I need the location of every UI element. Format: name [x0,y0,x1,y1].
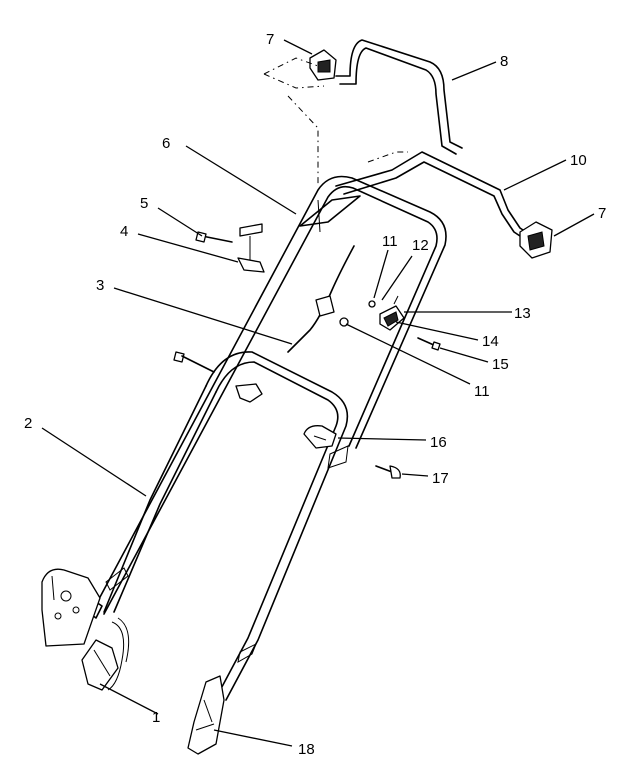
part-2-deck-bracket [41,568,101,647]
callout-11a: 11 [382,233,398,250]
handle-bolt-left [173,351,215,373]
leader-7a [283,39,313,55]
callout-2: 2 [24,415,32,432]
callout-15: 15 [492,356,509,373]
lower-handle [103,351,349,701]
callout-10: 10 [570,152,587,169]
leader-7b [553,213,595,237]
callout-1: 1 [152,709,160,726]
lever-clip [235,383,263,403]
callout-12: 12 [412,237,429,254]
connector-hardware [339,295,405,331]
leader-2 [41,427,147,497]
leader-10 [503,159,567,191]
leader-18 [213,729,293,747]
leader-12 [381,255,413,301]
leader-11b [345,323,471,385]
callout-8: 8 [500,53,508,70]
leader-3 [113,287,293,345]
callout-17: 17 [432,470,449,487]
leader-6 [185,145,297,215]
callout-14: 14 [482,333,499,350]
callout-7a: 7 [266,31,274,48]
callout-6: 6 [162,135,170,152]
callout-5: 5 [140,195,148,212]
part-1-cable-clamp [81,617,130,691]
part-4-knob [237,223,265,273]
leader-11a [373,249,389,299]
part-8-control-bail [263,39,463,186]
leader-14 [395,321,479,341]
leader-17 [401,473,429,477]
part-5-bolt [195,231,233,243]
part-18-handle-end [187,675,225,755]
leader-15 [439,347,489,363]
callout-3: 3 [96,277,104,294]
callout-18: 18 [298,741,315,758]
callout-11b: 11 [474,383,490,400]
callout-13: 13 [514,305,531,322]
leader-8 [451,61,497,81]
callout-7b: 7 [598,205,606,222]
callout-numbers: 1 2 3 4 5 6 7 7 8 10 11 11 12 13 14 15 1… [24,31,606,758]
part-10-drive-bail [335,151,533,241]
part-3-cable [287,245,355,353]
leader-lines [41,39,595,747]
leader-4 [137,233,239,263]
part-16-knob [303,425,337,449]
leader-5 [157,207,203,237]
part-7-bracket-right [519,221,553,259]
callout-16: 16 [430,434,447,451]
part-15-screw [417,337,441,351]
upper-handle [87,175,447,619]
part-17-bolt [375,465,401,479]
callout-4: 4 [120,223,128,240]
leader-16 [337,437,427,441]
leader-1 [99,683,159,715]
part-7-bracket-top [309,49,337,81]
